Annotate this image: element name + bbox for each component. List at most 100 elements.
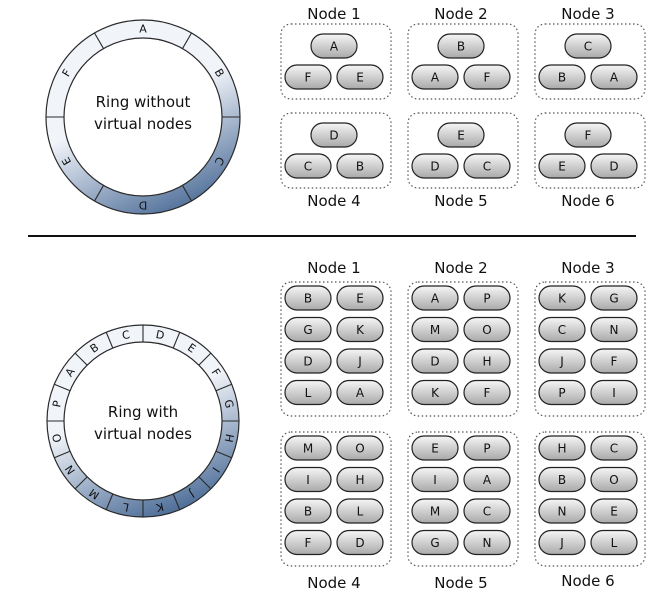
partition-pill-shape [590, 379, 638, 406]
partition-pill-shape [590, 529, 638, 556]
partition-pill-label: O [355, 442, 364, 456]
partition-pill-label: M [303, 442, 313, 456]
partition-pill-shape [538, 64, 586, 90]
partition-pill: F [590, 348, 638, 374]
partition-pill-label: G [303, 323, 312, 337]
partition-pill-shape [336, 466, 384, 493]
partition-pill-label: D [609, 160, 618, 174]
partition-pill-shape [411, 348, 459, 374]
partition-pill-shape [336, 379, 384, 406]
node-label: Node 3 [561, 5, 614, 23]
partition-pill-label: P [483, 442, 490, 456]
ring-dividers [46, 32, 240, 202]
partition-pill: A [411, 285, 459, 311]
partition-pill-label: D [303, 355, 312, 369]
partition-pill-label: E [457, 129, 465, 143]
partition-pill: K [411, 379, 459, 406]
partition-pill: A [336, 379, 384, 406]
ring-segment-label: C [121, 328, 131, 342]
partition-pill-label: A [431, 71, 440, 85]
partition-pill-label: A [330, 40, 339, 54]
partition-pill-shape [463, 498, 511, 524]
partition-pill-label: C [610, 442, 618, 456]
partition-pill: P [463, 285, 511, 311]
partition-pill: E [590, 498, 638, 524]
partition-pill: O [590, 466, 638, 493]
partition-pill-label: E [558, 160, 566, 174]
node-box [534, 281, 646, 417]
partition-pill: B [437, 33, 485, 59]
ring-segment-label: J [187, 487, 198, 500]
partition-pill: D [310, 122, 358, 148]
partition-pill-shape [463, 348, 511, 374]
node-box [534, 112, 646, 189]
partition-pill: I [411, 466, 459, 493]
partition-pill-shape [411, 435, 459, 461]
partition-pill: C [590, 435, 638, 461]
partition-pill-label: C [483, 505, 491, 519]
partition-pill-label: O [609, 473, 618, 487]
partition-pill: A [310, 33, 358, 59]
partition-pill: L [336, 498, 384, 524]
partition-pill-label: J [559, 536, 564, 550]
node-label: Node 3 [561, 259, 614, 277]
partition-pill-label: F [484, 71, 491, 85]
partition-pill-shape [336, 498, 384, 524]
partition-pill-label: P [483, 292, 490, 306]
node-label: Node 6 [561, 192, 614, 210]
partition-pill-shape [590, 316, 638, 343]
partition-pill-label: B [457, 40, 465, 54]
node-label: Node 2 [434, 5, 487, 23]
partition-pill: O [336, 435, 384, 461]
node-group: Node 2 B A F [407, 5, 519, 100]
node-box [534, 431, 646, 567]
ring-segment-divider [215, 450, 232, 459]
partition-pill-label: D [329, 129, 338, 143]
partition-pill: D [284, 348, 332, 374]
node-label: Node 1 [307, 5, 360, 23]
partition-pill: D [411, 153, 459, 179]
partition-pill: F [284, 64, 332, 90]
partition-pill-shape [336, 348, 384, 374]
node-box [280, 112, 392, 189]
partition-pill-label: F [585, 129, 592, 143]
partition-pill: F [284, 529, 332, 556]
partition-pill-shape [538, 498, 586, 524]
partition-pill-label: A [356, 386, 365, 400]
partition-pill-shape [411, 529, 459, 556]
partition-pill-label: K [558, 292, 567, 306]
ring-label-line-2: virtual nodes [94, 425, 192, 443]
ring-segment-divider [74, 476, 88, 490]
partition-pill-shape [411, 379, 459, 406]
partition-pill: F [564, 122, 612, 148]
ring-segment-divider [182, 32, 192, 49]
partition-pill-shape [590, 498, 638, 524]
partition-pill-label: L [611, 536, 618, 550]
partition-pill: F [463, 64, 511, 90]
partition-pill-shape [411, 64, 459, 90]
partition-pill: A [411, 64, 459, 90]
partition-pill-shape [538, 285, 586, 311]
partition-pill-label: K [431, 386, 440, 400]
partition-pill-label: N [483, 536, 492, 550]
partition-pill-label: N [558, 505, 567, 519]
partition-pill-label: G [609, 292, 618, 306]
node-label: Node 5 [434, 574, 487, 592]
ring-segment-label: L [121, 500, 130, 514]
partition-pill-shape [411, 316, 459, 343]
partition-pill-shape [590, 285, 638, 311]
node-box [280, 23, 392, 100]
ring-segment-divider [198, 352, 212, 366]
node-box [407, 23, 519, 100]
partition-pill-shape [284, 348, 332, 374]
partition-pill: O [463, 316, 511, 343]
partition-pill-shape [463, 316, 511, 343]
partition-pill-shape [590, 153, 638, 179]
node-label: Node 4 [307, 192, 360, 210]
ring-dividers [47, 325, 239, 517]
partition-pill: L [284, 379, 332, 406]
partition-pill-label: L [305, 386, 312, 400]
partition-pill-shape [310, 122, 358, 148]
